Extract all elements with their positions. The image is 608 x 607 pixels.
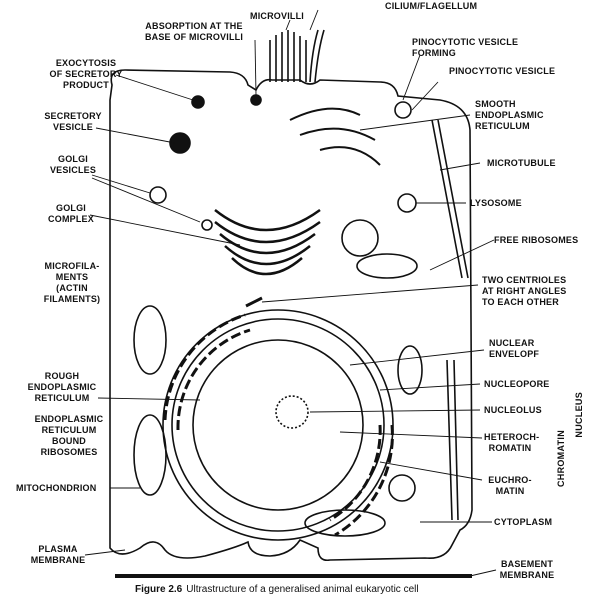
cilium	[309, 29, 325, 83]
label-mitochondrion: MITOCHONDRION	[16, 483, 97, 493]
nucleolus	[275, 395, 309, 429]
mitochondrion-low	[133, 414, 167, 496]
label-euchromatin: EUCHRO- MATIN	[488, 475, 532, 496]
golgi-vesicle	[201, 219, 213, 231]
label-cilium: CILIUM/FLAGELLUM	[385, 1, 478, 11]
label-centrioles: TWO CENTRIOLES AT RIGHT ANGLES TO EACH O…	[482, 275, 567, 307]
label-basement-membrane: BASEMENT MEMBRANE	[499, 559, 555, 580]
mitochondrion-bottom	[304, 509, 386, 537]
nuclear-envelope-inner	[171, 318, 385, 532]
label-microtubule: MICROTUBULE	[487, 158, 556, 168]
figure-caption-text: Ultrastructure of a generalised animal e…	[186, 584, 419, 595]
label-chromatin: CHROMATIN	[556, 430, 566, 488]
lysosome	[397, 193, 417, 213]
label-lysosome: LYSOSOME	[470, 198, 522, 208]
golgi-vesicle	[149, 186, 167, 204]
nuclear-interior	[192, 339, 364, 511]
absorption-vesicle	[250, 94, 262, 106]
label-free-ribosomes: FREE RIBOSOMES	[494, 235, 579, 245]
centrioles	[245, 296, 263, 308]
microvilli	[269, 30, 307, 82]
mitochondrion-left	[133, 305, 167, 375]
label-er-bound-ribosomes: ENDOPLASMIC RETICULUM BOUND RIBOSOMES	[34, 414, 104, 457]
label-golgi-complex: GOLGI COMPLEX	[48, 203, 94, 224]
golgi-complex	[214, 208, 321, 276]
label-nucleolus: NUCLEOLUS	[484, 405, 542, 415]
label-nucleus: NUCLEUS	[574, 392, 584, 438]
label-rough-er: ROUGH ENDOPLASMIC RETICULUM	[27, 371, 97, 403]
label-pinocytotic-vesicle: PINOCYTOTIC VESICLE	[449, 66, 556, 76]
label-golgi-vesicles: GOLGI VESICLES	[49, 154, 97, 175]
plasma-membrane	[109, 69, 473, 562]
label-cytoplasm: CYTOPLASM	[494, 517, 553, 527]
mitochondrion-top	[356, 253, 418, 279]
rough-er	[163, 313, 394, 537]
mitochondrion-right	[397, 345, 423, 395]
label-nucleopore: NUCLEOPORE	[484, 379, 550, 389]
nuclear-envelope-outer	[162, 309, 394, 541]
label-absorption: ABSORPTION AT THE BASE OF MICROVILLI	[144, 21, 244, 42]
free-vesicle	[341, 219, 379, 257]
leader-lines	[84, 9, 497, 577]
label-secretory-vesicle: SECRETORY VESICLE	[44, 111, 102, 132]
label-nuclear-envelope: NUCLEAR ENVELOPF	[489, 338, 540, 359]
microtubules	[431, 119, 469, 521]
smooth-er	[289, 107, 381, 166]
label-pinocytotic-forming: PINOCYTOTIC VESICLE FORMING	[412, 37, 519, 58]
label-smooth-er: SMOOTH ENDOPLASMIC RETICULUM	[475, 99, 544, 131]
pinocytotic-vesicle	[394, 101, 412, 119]
mitochondrion-round	[388, 474, 416, 502]
secretory-vesicle	[169, 132, 191, 154]
label-exocytosis: EXOCYTOSIS OF SECRETORY PRODUCT	[49, 58, 123, 90]
label-microfilaments: MICROFILA- MENTS (ACTIN FILAMENTS)	[43, 261, 101, 304]
exocytosis-vesicle	[191, 95, 205, 109]
figure-number: Figure 2.6	[135, 584, 183, 595]
label-heterochromatin: HETEROCH- ROMATIN	[484, 432, 540, 453]
label-microvilli: MICROVILLI	[250, 11, 304, 21]
label-plasma-membrane: PLASMA MEMBRANE	[30, 544, 86, 565]
